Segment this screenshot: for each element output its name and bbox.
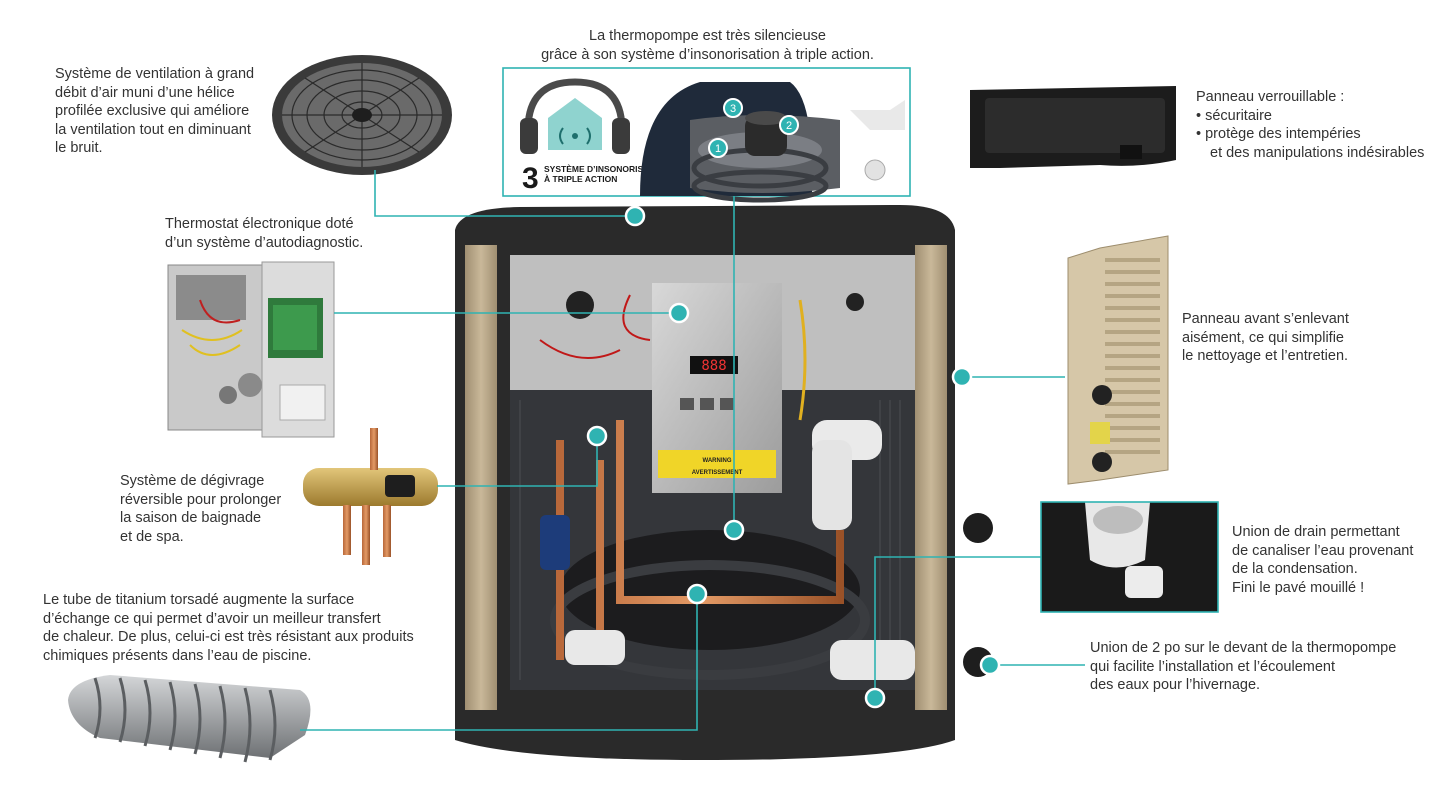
heat-pump-unit: 888 WARNING AVERTISSEMENT — [455, 205, 993, 760]
callout-dots — [586, 205, 1001, 709]
dot-union — [979, 654, 1001, 676]
silent-description: La thermopompe est très silencieuse grâc… — [541, 28, 874, 63]
badge-number: 3 — [522, 162, 539, 195]
dot-insulation — [723, 519, 745, 541]
fan-illustration — [272, 55, 452, 175]
dot-drain — [864, 687, 886, 709]
thermostat-description: Thermostat électronique doté d’un systèm… — [165, 216, 364, 251]
headphones-icon — [520, 78, 630, 154]
badge-line2: À TRIPLE ACTION — [544, 174, 617, 184]
insulation-step-markers: 1 2 3 — [708, 98, 799, 158]
front-panel-illustration — [1067, 235, 1169, 485]
step-2: 2 — [786, 120, 792, 132]
dot-defrost — [586, 425, 608, 447]
display-readout: 888 — [701, 358, 726, 374]
warning-label: WARNING — [703, 458, 732, 464]
badge-line1: SYSTÈME D’INSONORISATION — [544, 164, 669, 174]
front-panel-description: Panneau avant s’enlevant aisément, ce qu… — [1182, 311, 1349, 364]
thermostat-illustration — [167, 261, 335, 438]
drain-callout-illustration — [1040, 501, 1219, 613]
dot-fan — [624, 205, 646, 227]
defrost-valve-illustration — [303, 428, 438, 565]
lock-panel-description: Panneau verrouillable : • sécuritaire • … — [1196, 89, 1425, 161]
compressor-cutaway — [640, 82, 905, 203]
step-3: 3 — [730, 103, 736, 115]
defrost-description: Système de dégivrage réversible pour pro… — [120, 473, 282, 545]
insulation-callout: 3 SYSTÈME D’INSONORISATION À TRIPLE ACTI… — [502, 67, 911, 203]
avertissement-label: AVERTISSEMENT — [692, 470, 743, 476]
union-description: Union de 2 po sur le devant de la thermo… — [1090, 640, 1397, 693]
leader-lines — [300, 170, 1085, 731]
step-1: 1 — [715, 143, 721, 155]
drain-description: Union de drain permettant de canaliser l… — [1232, 524, 1414, 596]
fan-description: Système de ventilation à grand débit d’a… — [55, 66, 255, 156]
dot-titanium — [686, 583, 708, 605]
dot-thermostat — [668, 302, 690, 324]
titanium-description: Le tube de titanium torsadé augmente la … — [43, 592, 414, 664]
lock-panel-illustration — [970, 86, 1176, 168]
titanium-tube-illustration — [68, 675, 311, 763]
dot-front-panel — [951, 366, 973, 388]
